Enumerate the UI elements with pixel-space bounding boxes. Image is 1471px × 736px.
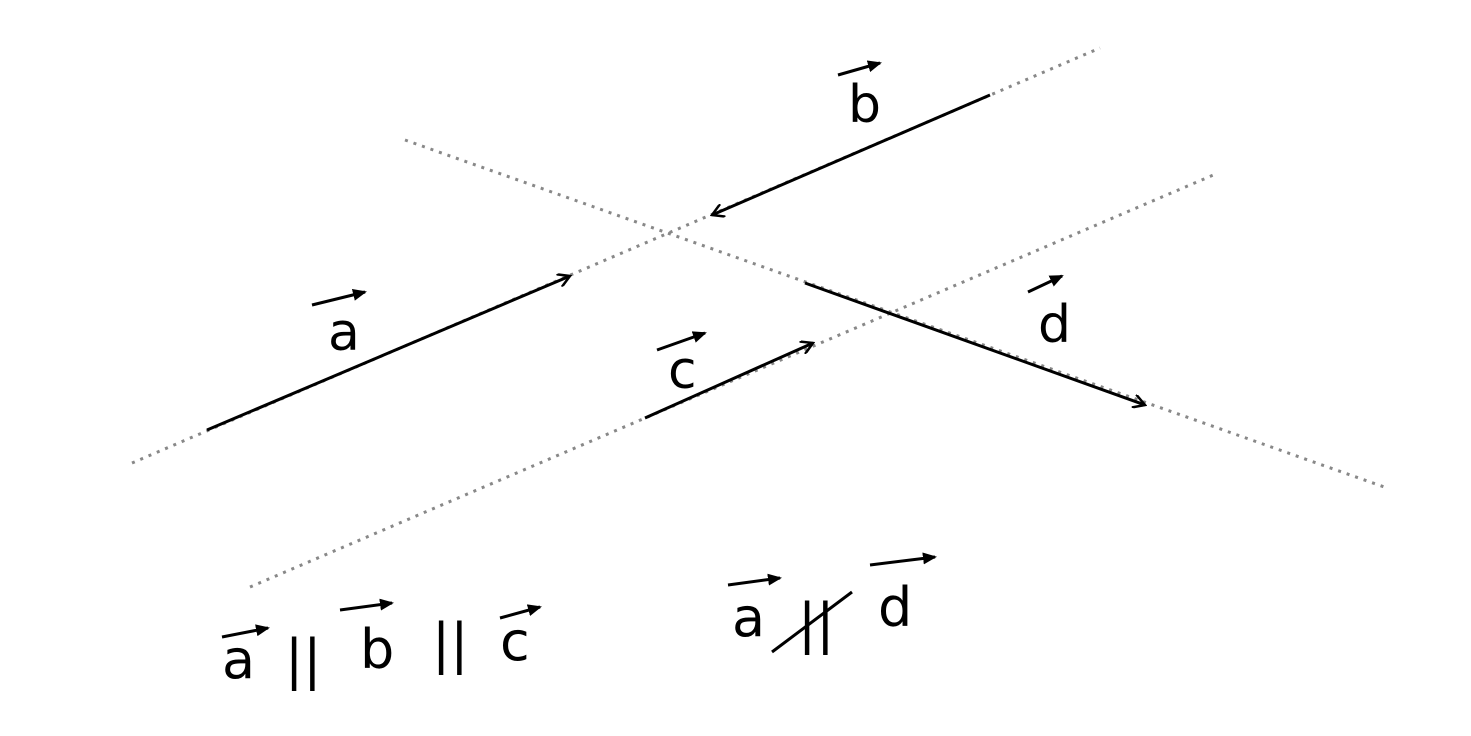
relation-parallel-sym2: || <box>432 612 468 675</box>
arrow-icon <box>221 624 270 639</box>
label-d: d <box>1038 295 1071 355</box>
relation-parallel-sym1: || <box>285 628 321 691</box>
vector-b <box>712 93 991 215</box>
label-b: b <box>848 75 881 135</box>
vector-d <box>804 281 1145 405</box>
relation-not-parallel-sym: || <box>798 592 834 655</box>
relation-parallel-v3: c <box>500 610 530 673</box>
guide-line-d <box>404 138 1388 490</box>
relation-parallel-v2: b <box>360 618 394 681</box>
arrow-icon <box>727 573 782 587</box>
negation-slash <box>771 590 853 654</box>
arrow-icon <box>499 604 542 620</box>
vector-a <box>206 276 570 432</box>
relation-not-parallel-v2: d <box>878 576 912 639</box>
label-a: a <box>328 303 360 363</box>
arrow-over-d-icon <box>1027 274 1064 294</box>
arrow-icon <box>339 598 394 612</box>
label-c: c <box>668 341 697 401</box>
vector-c <box>644 343 813 420</box>
arrow-over-b-icon <box>837 60 882 77</box>
arrow-over-c-icon <box>656 331 707 352</box>
relation-parallel-v1: a <box>222 628 255 691</box>
relation-not-parallel-v1: a <box>732 586 765 649</box>
arrow-over-a-icon <box>311 289 367 307</box>
arrow-icon <box>869 552 937 567</box>
